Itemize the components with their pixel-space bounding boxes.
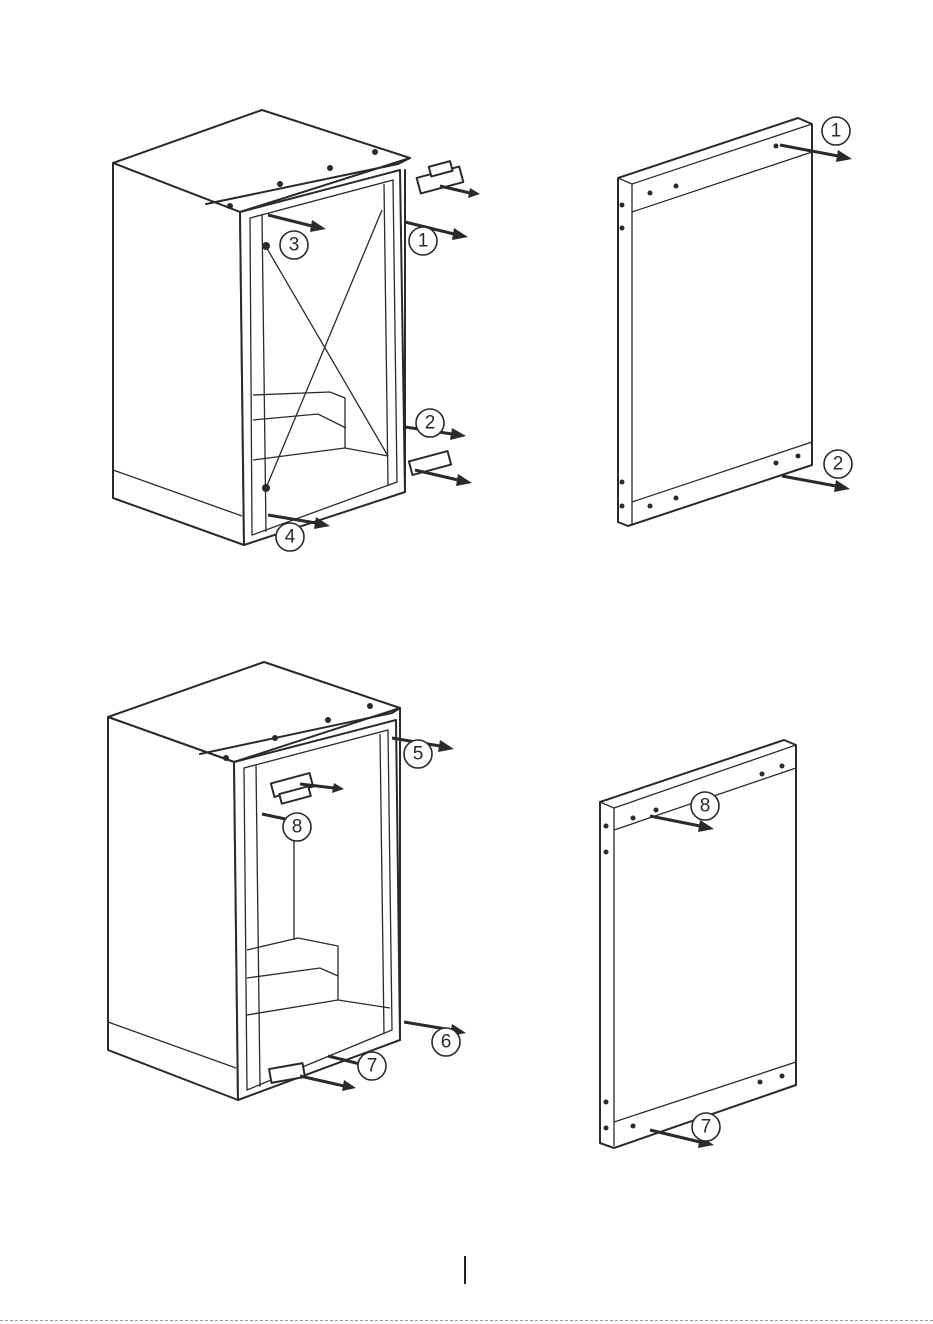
callout-4: 4 (276, 523, 304, 551)
callout-5: 5 (404, 740, 432, 768)
callout-2: 2 (416, 409, 444, 437)
callout-8: 8 (691, 792, 719, 820)
callout-8: 8 (283, 813, 311, 841)
callout-2: 2 (824, 450, 852, 478)
callout-label: 3 (289, 235, 300, 256)
callout-label: 8 (700, 796, 711, 817)
callout-1: 1 (822, 117, 850, 145)
callout-6: 6 (432, 1028, 460, 1056)
callout-label: 5 (413, 744, 424, 765)
callout-label: 2 (425, 413, 436, 434)
callout-label: 8 (292, 817, 303, 838)
callout-label: 6 (441, 1032, 452, 1053)
callout-1: 1 (409, 227, 437, 255)
callout-label: 7 (701, 1117, 712, 1138)
page-number-divider (464, 1256, 466, 1284)
callout-label: 2 (833, 454, 844, 475)
page-bottom-edge (0, 1320, 933, 1321)
callout-label: 1 (831, 121, 842, 142)
callout-7: 7 (692, 1113, 720, 1141)
callouts-fig2: 1 2 (822, 117, 852, 478)
door-panel-figure-top (618, 118, 812, 526)
cabinet-figure-top (113, 110, 463, 545)
cabinet-figure-bottom (108, 662, 400, 1100)
callout-label: 7 (367, 1056, 378, 1077)
callout-3: 3 (280, 231, 308, 259)
callout-label: 4 (285, 527, 296, 548)
callout-label: 1 (418, 231, 429, 252)
callout-7: 7 (358, 1052, 386, 1080)
